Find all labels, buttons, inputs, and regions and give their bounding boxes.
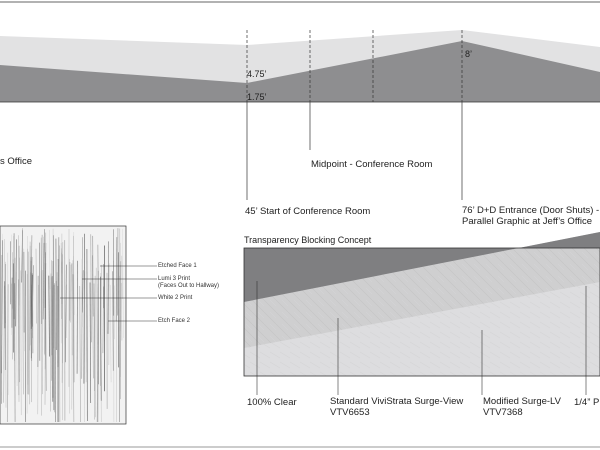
grain-streak (92, 235, 94, 317)
grain-streak (45, 252, 47, 391)
standard-line-2: VTV6653 (330, 407, 370, 418)
midpoint-label: Midpoint - Conference Room (311, 159, 433, 170)
grain-streak (51, 275, 54, 398)
grain-streak (59, 245, 61, 423)
grain-streak (122, 228, 124, 338)
grain-streak (2, 233, 4, 370)
white-2-print-label: White 2 Print (158, 295, 193, 301)
grain-streak (71, 274, 73, 410)
transparency-mid-region (244, 232, 600, 348)
transparency-dark-region (244, 232, 600, 302)
grain-streak (115, 278, 117, 423)
dimension-8: 8’ (465, 49, 473, 59)
grain-streak (92, 255, 94, 379)
elevation-band (0, 1, 600, 200)
transparency-panel (243, 232, 600, 395)
grain-streak (44, 229, 46, 309)
grain-streak (65, 264, 67, 363)
grain-streak (61, 252, 63, 364)
grain-streak (55, 238, 57, 351)
standard-surge-view-label: Standard ViviStrata Surge-View VTV6653 (330, 396, 463, 418)
grain-streak (30, 256, 32, 299)
transparency-title: Transparency Blocking Concept (244, 235, 372, 245)
grain-streak (17, 279, 20, 396)
dimension-4-75: 4.75’ (247, 69, 267, 79)
grain-streak (15, 239, 17, 327)
grain-streak (29, 245, 31, 405)
clear-label: 100% Clear (247, 397, 297, 408)
grain-streak (72, 274, 75, 423)
grain-streak (82, 270, 84, 313)
etch-face-2-label: Etch Face 2 (158, 318, 191, 324)
grain-streak (90, 234, 92, 343)
grain-streak (43, 262, 45, 354)
modified-surge-lv-label: Modified Surge-LV VTV7368 (483, 396, 561, 418)
start-conference-label: 45’ Start of Conference Room (245, 206, 371, 217)
grain-streak (83, 233, 85, 384)
entrance-label: 76’ D+D Entrance (Door Shuts) - Parallel… (462, 205, 599, 227)
grain-streak (18, 235, 20, 402)
grain-streak (97, 244, 99, 385)
grain-streak (35, 248, 37, 324)
swatch-grain-lines (1, 228, 124, 423)
grain-streak (48, 275, 51, 357)
grain-streak (95, 267, 97, 418)
grain-streak (86, 248, 88, 422)
grain-streak (113, 285, 115, 340)
grain-streak (14, 283, 16, 423)
entrance-label-line-2: Parallel Graphic at Jeff’s Office (462, 216, 593, 227)
grain-streak (100, 264, 102, 386)
grain-streak (79, 285, 81, 423)
standard-line-1: Standard ViviStrata Surge-View (330, 396, 464, 407)
elevation-dark-band (0, 41, 600, 102)
lumi-3-print-label: Lumi 3 Print (Faces Out to Hallway) (158, 276, 219, 290)
grain-streak (43, 236, 45, 356)
grain-streak (52, 228, 55, 357)
grain-streak (50, 273, 52, 412)
grain-streak (1, 240, 3, 374)
grain-streak (73, 235, 75, 383)
grain-streak (41, 234, 43, 325)
modified-line-1: Modified Surge-LV (483, 396, 561, 407)
swatch-panel (0, 225, 157, 425)
grain-streak (72, 232, 75, 314)
lumi-3-print-line-2: (Faces Out to Hallway) (158, 283, 220, 289)
grain-streak (27, 251, 30, 395)
grain-streak (31, 258, 33, 339)
dimension-1-75: 1.75’ (247, 92, 267, 102)
grain-streak (96, 283, 99, 423)
grain-streak (51, 260, 53, 356)
grain-streak (72, 260, 74, 383)
entrance-label-line-1: 76’ D+D Entrance (Door Shuts) - (462, 205, 600, 216)
grain-streak (32, 265, 34, 327)
grain-streak (22, 228, 24, 395)
grain-streak (53, 285, 55, 413)
grain-streak (57, 237, 60, 368)
grain-streak (109, 284, 112, 383)
grain-streak (89, 282, 92, 404)
grain-streak (107, 241, 109, 334)
etched-face-1-label: Etched Face 1 (158, 263, 197, 269)
grain-streak (100, 276, 102, 401)
grain-streak (61, 242, 64, 383)
grain-streak (30, 273, 33, 329)
grain-streak (42, 242, 45, 320)
grain-streak (70, 264, 72, 323)
grain-streak (121, 255, 123, 299)
grain-streak (61, 261, 63, 320)
modified-line-2: VTV7368 (483, 407, 523, 418)
grain-streak (94, 275, 96, 420)
quarter-inch-label-fragment: 1/4” P (574, 397, 600, 408)
grain-streak (76, 260, 78, 374)
lumi-3-print-line-1: Lumi 3 Print (158, 276, 191, 282)
office-label-fragment: s Office (0, 156, 33, 167)
transparency-frame (243, 247, 600, 377)
grain-streak (10, 234, 12, 303)
